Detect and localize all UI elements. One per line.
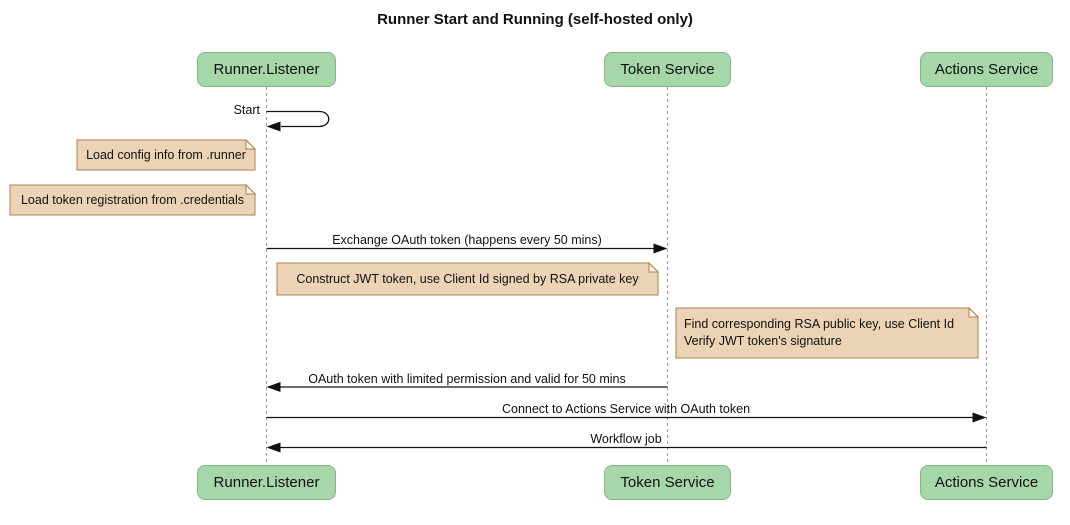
note-find-rsa: Find corresponding RSA public key, use C… [684,308,970,358]
message-label-exchange-oauth: Exchange OAuth token (happens every 50 m… [332,233,602,247]
arrowhead-right-icon [653,243,668,254]
arrowhead-left-icon [266,121,281,132]
participant-actions-service-bottom: Actions Service [920,465,1053,500]
message-label-connect-actions: Connect to Actions Service with OAuth to… [501,402,751,416]
participant-token-service-top: Token Service [604,52,731,87]
self-message-loop-line [266,110,330,128]
arrowhead-right-icon [972,412,987,423]
note-shape-load-token [9,184,256,216]
note-shape-load-config [76,139,256,171]
participant-token-service-bottom: Token Service [604,465,731,500]
message-label-workflow-job: Workflow job [590,432,662,446]
note-find-rsa-line1: Find corresponding RSA public key, use C… [684,317,955,331]
note-find-rsa-line2: Verify JWT token's signature [684,334,842,348]
arrowhead-left-icon [266,382,281,392]
message-label-start: Start [233,103,260,117]
note-fold-icon [245,183,257,195]
diagram-title: Runner Start and Running (self-hosted on… [377,11,693,28]
note-load-token-registration: Load token registration from .credential… [20,193,245,207]
note-construct-jwt: Construct JWT token, use Client Id signe… [296,272,639,286]
note-shape-construct-jwt [276,262,659,296]
message-label-oauth-token-return: OAuth token with limited permission and … [308,372,626,386]
note-shape-find-rsa [675,307,979,359]
note-load-config: Load config info from .runner [86,148,246,162]
arrowhead-left-icon [266,442,281,453]
note-fold-icon [968,306,980,318]
participant-actions-service-top: Actions Service [920,52,1053,87]
participant-runner-listener-top: Runner.Listener [197,52,336,87]
note-fold-icon [648,261,660,273]
participant-runner-listener-bottom: Runner.Listener [197,465,336,500]
note-fold-icon [245,138,257,150]
